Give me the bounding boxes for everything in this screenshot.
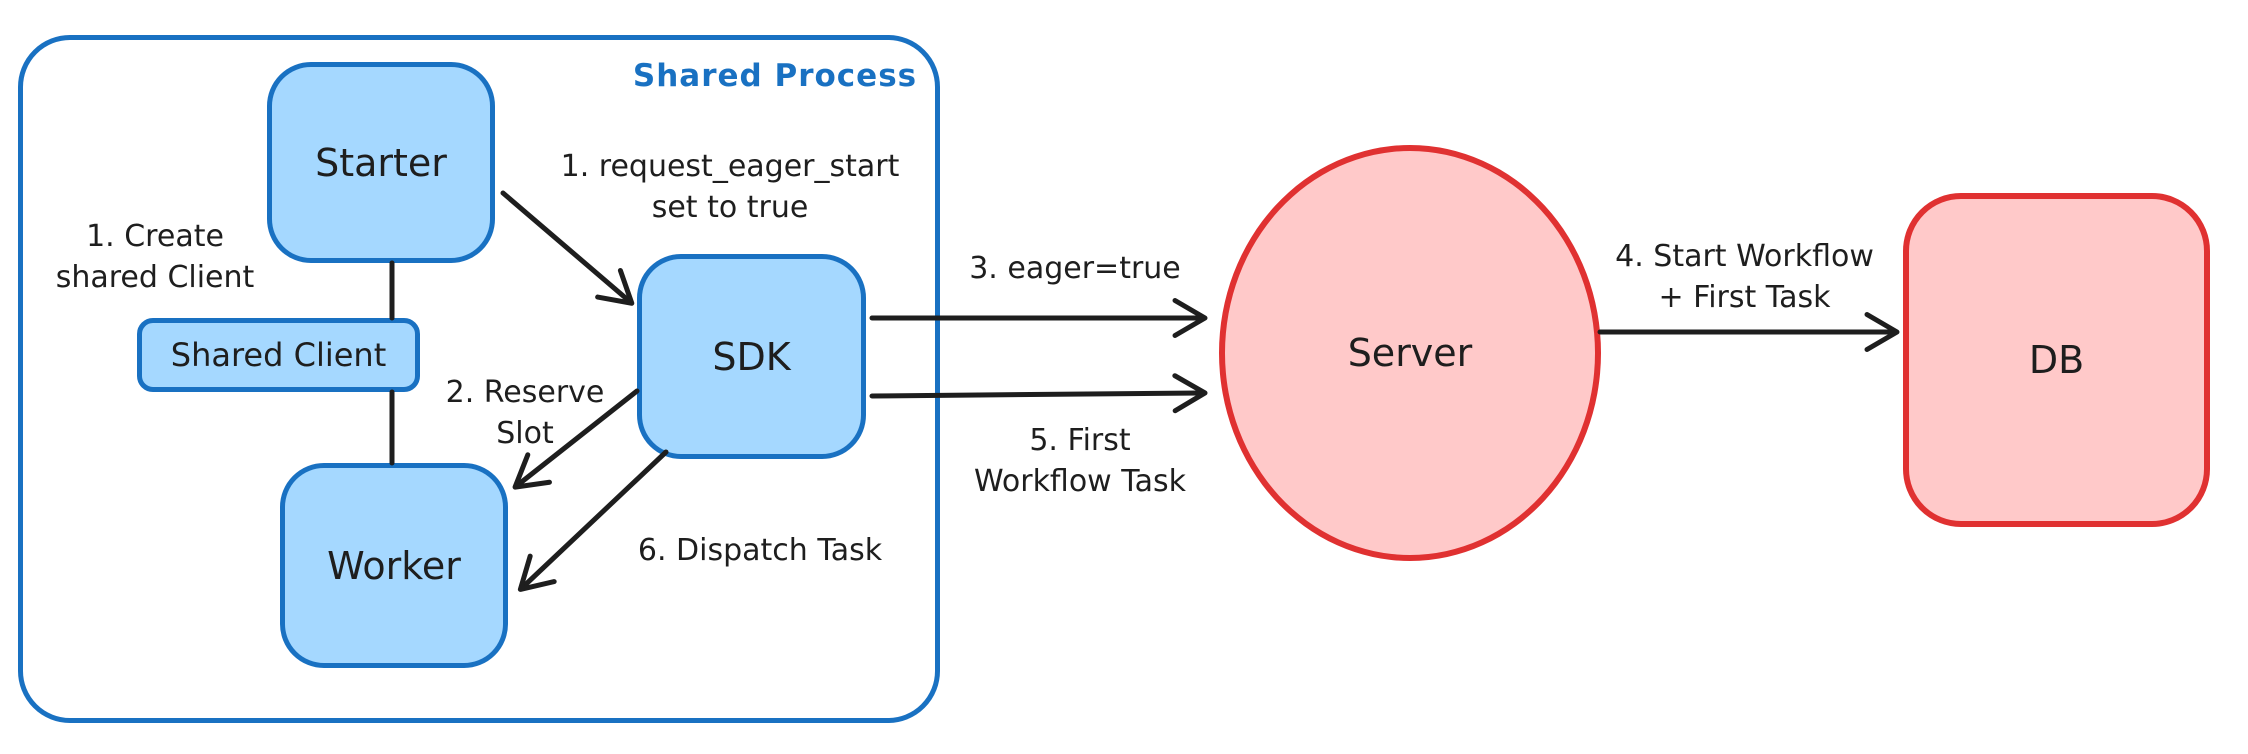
node-server: Server [1219,145,1601,561]
node-sdk: SDK [637,254,866,459]
node-db-label: DB [2028,338,2085,382]
node-starter: Starter [267,62,495,263]
node-server-label: Server [1347,331,1473,375]
node-worker: Worker [280,463,508,668]
annotation-reserve-slot: 2. Reserve Slot [445,375,605,452]
node-sdk-label: SDK [712,334,791,379]
annotation-eager-true: 3. eager=true [969,251,1181,286]
shared-process-container [18,35,940,723]
annotation-request-eager-start: 1. request_eager_start set to true [560,149,900,226]
annotation-create-shared-client: 1. Create shared Client [55,219,255,296]
annotation-start-workflow-first-task: 4. Start Workflow + First Task [1615,239,1874,316]
node-db: DB [1903,193,2210,527]
shared-process-label: Shared Process [632,58,918,94]
node-shared-client: Shared Client [137,318,420,392]
node-shared-client-label: Shared Client [170,336,387,374]
annotation-dispatch-task: 6. Dispatch Task [637,533,883,568]
node-starter-label: Starter [315,140,447,185]
annotation-first-workflow-task: 5. First Workflow Task [973,423,1187,500]
node-worker-label: Worker [327,543,461,588]
